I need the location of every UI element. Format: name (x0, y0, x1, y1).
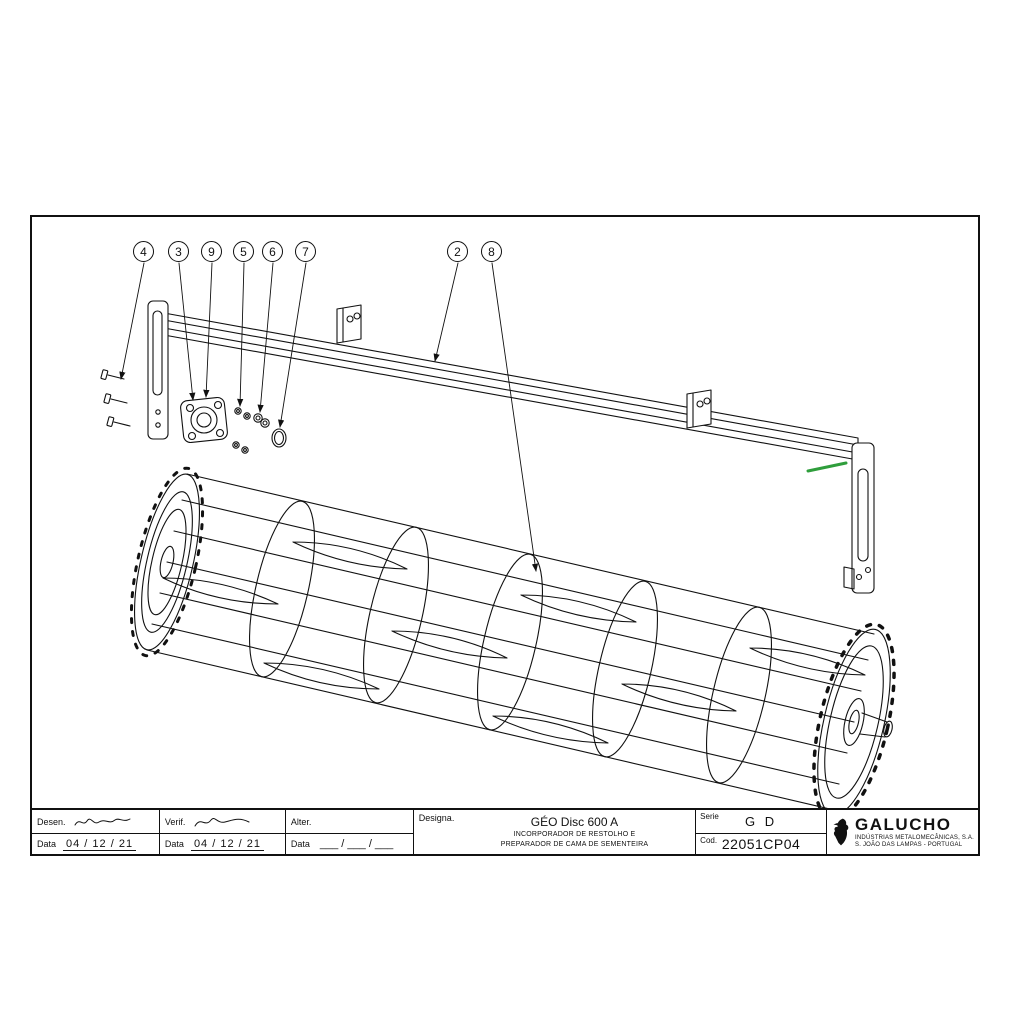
callout-label: 4 (140, 244, 147, 259)
callout-4: 4 (133, 241, 154, 262)
desen-data-label: Data (37, 839, 57, 849)
callout-label: 7 (302, 244, 309, 259)
brand-line1: INDÚSTRIAS METALOMECÂNICAS, S.A. (855, 834, 975, 841)
green-highlight-line (806, 461, 848, 473)
designa-cell: Designa. GÉO Disc 600 A INCORPORADOR DE … (414, 810, 697, 854)
title-block: Desen. Data 04 / 12 / 21 Verif. (32, 808, 978, 854)
desen-signature (74, 818, 131, 826)
desen-label: Desen. (37, 816, 66, 827)
serie-cod-cell: Serie G D Cod. 22051CP04 (696, 810, 828, 854)
callout-5: 5 (233, 241, 254, 262)
exploded-view-drawing (100, 262, 896, 808)
callout-7: 7 (295, 241, 316, 262)
frame-beam (147, 300, 875, 594)
alter-date: ___ / ___ / ___ (319, 838, 394, 850)
cod-value: 22051CP04 (721, 836, 801, 852)
callout-label: 2 (454, 244, 461, 259)
brand-cell: GALUCHO INDÚSTRIAS METALOMECÂNICAS, S.A.… (827, 810, 978, 854)
desen-cell: Desen. Data 04 / 12 / 21 (32, 810, 160, 854)
alter-cell: Alter. Data ___ / ___ / ___ (285, 810, 414, 854)
callout-8: 8 (481, 241, 502, 262)
cod-label: Cod. (700, 836, 718, 845)
verif-cell: Verif. Data 04 / 12 / 21 (159, 810, 286, 854)
brand-line2: S. JOÃO DAS LAMPAS - PORTUGAL (855, 841, 963, 848)
callout-6: 6 (262, 241, 283, 262)
callout-label: 9 (208, 244, 215, 259)
callout-9: 9 (201, 241, 222, 262)
callout-label: 5 (240, 244, 247, 259)
cage-roller-drum (129, 466, 896, 808)
callout-label: 3 (175, 244, 182, 259)
designation-line1: INCORPORADOR DE RESTOLHO E (513, 831, 636, 839)
verif-data-label: Data (164, 839, 184, 849)
alter-label: Alter. (290, 816, 312, 827)
verif-date: 04 / 12 / 21 (190, 838, 264, 851)
verif-signature (194, 817, 250, 827)
alter-data-label: Data (290, 839, 310, 849)
callout-label: 8 (488, 244, 495, 259)
designation-line2: PREPARADOR DE CAMA DE SEMENTEIRA (500, 840, 649, 848)
callout-2: 2 (447, 241, 468, 262)
designa-label: Designa. (418, 813, 455, 823)
desen-date: 04 / 12 / 21 (63, 838, 137, 851)
serie-value: G D (745, 814, 778, 829)
fastener-parts (100, 369, 287, 454)
callout-3: 3 (168, 241, 189, 262)
brand-name: GALUCHO (855, 815, 952, 835)
designation-title: GÉO Disc 600 A (530, 815, 619, 830)
leader-lines (119, 262, 539, 572)
galucho-eagle-icon (833, 818, 849, 846)
callout-label: 6 (269, 244, 276, 259)
drawing-frame: 4 3 9 5 6 7 2 8 Desen. Data 04 / 12 / 21 (30, 215, 980, 856)
serie-label: Serie (700, 812, 719, 821)
verif-label: Verif. (164, 816, 186, 827)
